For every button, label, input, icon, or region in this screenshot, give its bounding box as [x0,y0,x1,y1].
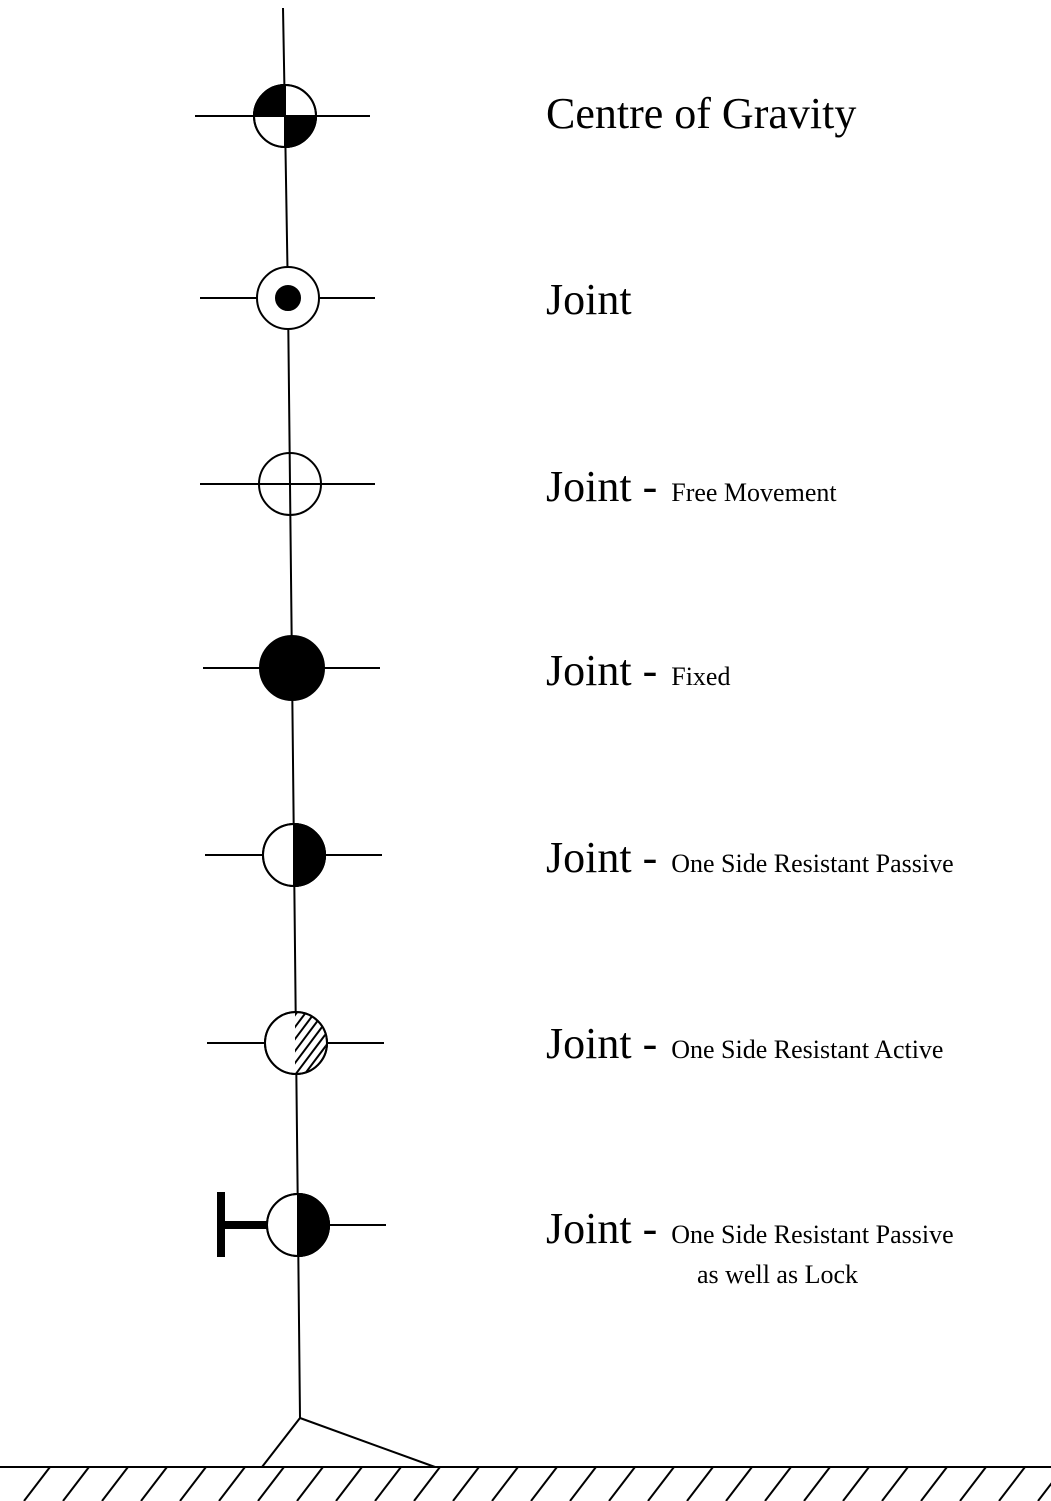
ground-hatch-line [647,1466,675,1501]
legend-main-label: Joint [546,275,632,324]
legend-item-joint-passive-lock: Joint - One Side Resistant Passive [546,1207,954,1251]
ground-hatch-line [101,1466,129,1501]
legend-main-label: Joint - [546,833,658,882]
joint-fixed-icon [203,635,380,701]
joint-icon [200,266,375,330]
ground-hatch-line [725,1466,753,1501]
ground [0,1466,1051,1501]
legend-sub-label: One Side Resistant Passive [671,1220,954,1249]
legend-sub-label: One Side Resistant Active [671,1035,944,1064]
ground-hatch-line [803,1466,831,1501]
legend-main-label: Joint - [546,1019,658,1068]
ground-hatch-line [842,1466,870,1501]
ground-hatch-line [569,1466,597,1501]
ground-hatch-line [764,1466,792,1501]
ground-hatch-line [335,1466,363,1501]
ground-hatch-line [608,1466,636,1501]
centre-of-gravity-icon [195,83,370,149]
legend-sub-label: Fixed [671,662,731,691]
legend-item-joint-free-movement: Joint - Free Movement [546,465,837,509]
ground-hatch-line [530,1466,558,1501]
active-hatch-line [295,1013,314,1074]
legend-item-joint-one-side-resistant-passive: Joint - One Side Resistant Passive [546,836,954,880]
legend-sub-label: One Side Resistant Passive [671,849,954,878]
legend-item-centre-of-gravity: Centre of Gravity [546,92,856,136]
ground-hatch-line [218,1466,246,1501]
ground-hatch-line [374,1466,402,1501]
ground-hatch-line [140,1466,168,1501]
legend-main-label: Joint - [546,1204,658,1253]
ground-hatch-line [452,1466,480,1501]
active-hatch-line [295,1013,326,1074]
ground-hatch-line [179,1466,207,1501]
ground-hatch-line [920,1466,948,1501]
joint-one-side-resistant-passive-icon [205,822,382,888]
legend-item-joint-fixed: Joint - Fixed [546,649,730,693]
active-hatch-line [295,1013,326,1074]
ground-hatch-line [881,1466,909,1501]
ground-hatch-line [257,1466,285,1501]
legend-sub-label: Free Movement [671,478,837,507]
legend-main-label: Joint - [546,646,658,695]
ground-hatch-line [998,1466,1026,1501]
ground-hatch-line [413,1466,441,1501]
joint-free-movement-icon [200,452,375,516]
legend-main-label: Centre of Gravity [546,89,857,138]
legend-item-joint: Joint [546,278,632,322]
ground-hatch-line [62,1466,90,1501]
joint-passive-lock-icon [217,1192,386,1258]
ground-hatch-line [959,1466,987,1501]
ground-hatch-line [1037,1482,1051,1501]
legend-main-label: Joint - [546,462,658,511]
joint-one-side-resistant-active-icon [207,1011,384,1075]
ground-hatch-line [491,1466,519,1501]
ground-hatch-line [296,1466,324,1501]
ground-hatch-line [686,1466,714,1501]
foot [261,1416,436,1468]
legend-sub-label-continuation: as well as Lock [697,1260,859,1289]
ground-hatch-line [23,1466,51,1501]
active-hatch-line [297,1013,326,1074]
legend-item-joint-one-side-resistant-active: Joint - One Side Resistant Active [546,1022,943,1066]
